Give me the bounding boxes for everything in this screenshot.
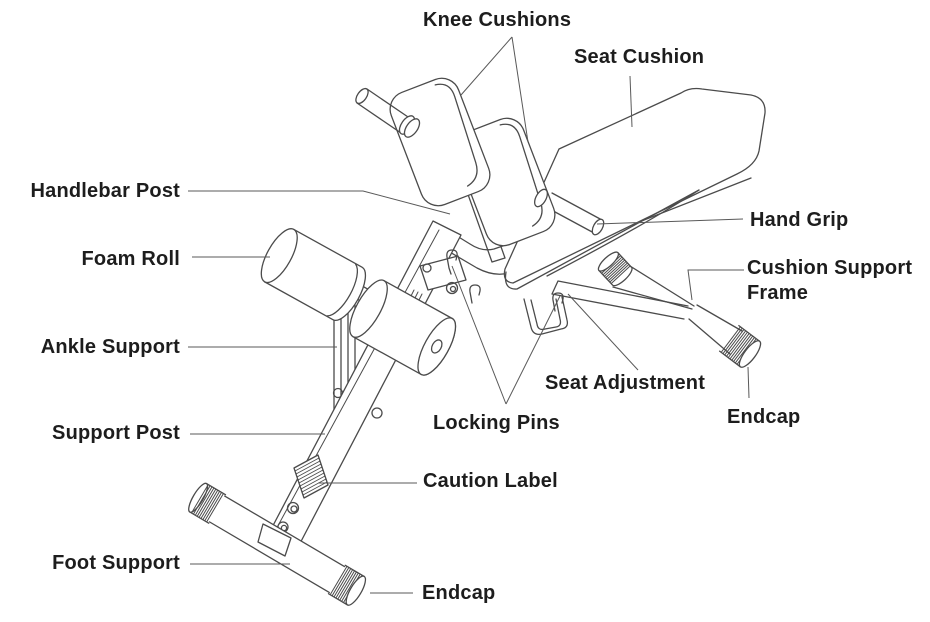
adjustment-knob-drawing (597, 251, 695, 310)
seat-adjustment-drawing (523, 296, 569, 335)
label-foam-roll: Foam Roll (81, 248, 180, 270)
pivot-plate-drawing (419, 255, 467, 295)
label-seat-adjustment: Seat Adjustment (545, 372, 706, 394)
label-endcap-right: Endcap (727, 406, 801, 428)
label-locking-pins: Locking Pins (433, 412, 560, 434)
foot-bracket-drawing (257, 523, 292, 557)
leader-seat-adjustment (567, 293, 639, 371)
locking-pins-drawing (446, 249, 564, 312)
leader-cushion-support-frame (687, 269, 744, 301)
leader-handlebar-post (188, 190, 451, 215)
leader-seat-cushion (629, 75, 633, 128)
label-cushion-support-frame-line2: Frame (747, 282, 809, 304)
foam-roll-right-drawing (349, 279, 457, 376)
handlebar-grip-drawing (355, 87, 421, 138)
label-seat-cushion: Seat Cushion (574, 46, 705, 68)
leader-endcap-right (747, 366, 750, 399)
label-endcap-bottom: Endcap (422, 582, 496, 604)
knee-cushion-left-drawing (389, 77, 491, 207)
label-caution-label: Caution Label (423, 470, 558, 492)
hand-grip-collar (533, 188, 549, 208)
leader-knee-cushions (460, 36, 529, 143)
label-ankle-support: Ankle Support (40, 336, 180, 358)
leader-locking-pins (451, 265, 561, 405)
foam-roll-left-drawing (260, 228, 367, 321)
label-cushion-support-frame-line1: Cushion Support (747, 257, 913, 279)
hand-grip-drawing (543, 192, 605, 236)
label-foot-support: Foot Support (52, 552, 180, 574)
cushion-support-frame-drawing (551, 280, 762, 368)
caution-label-drawing (293, 454, 329, 499)
leader-hand-grip (596, 218, 744, 225)
label-handlebar-post: Handlebar Post (30, 180, 180, 202)
label-hand-grip: Hand Grip (750, 209, 849, 231)
label-support-post: Support Post (52, 422, 180, 444)
label-knee-cushions: Knee Cushions (423, 9, 572, 31)
seat-cushion-drawing (503, 87, 766, 290)
leader-lines (188, 36, 750, 594)
